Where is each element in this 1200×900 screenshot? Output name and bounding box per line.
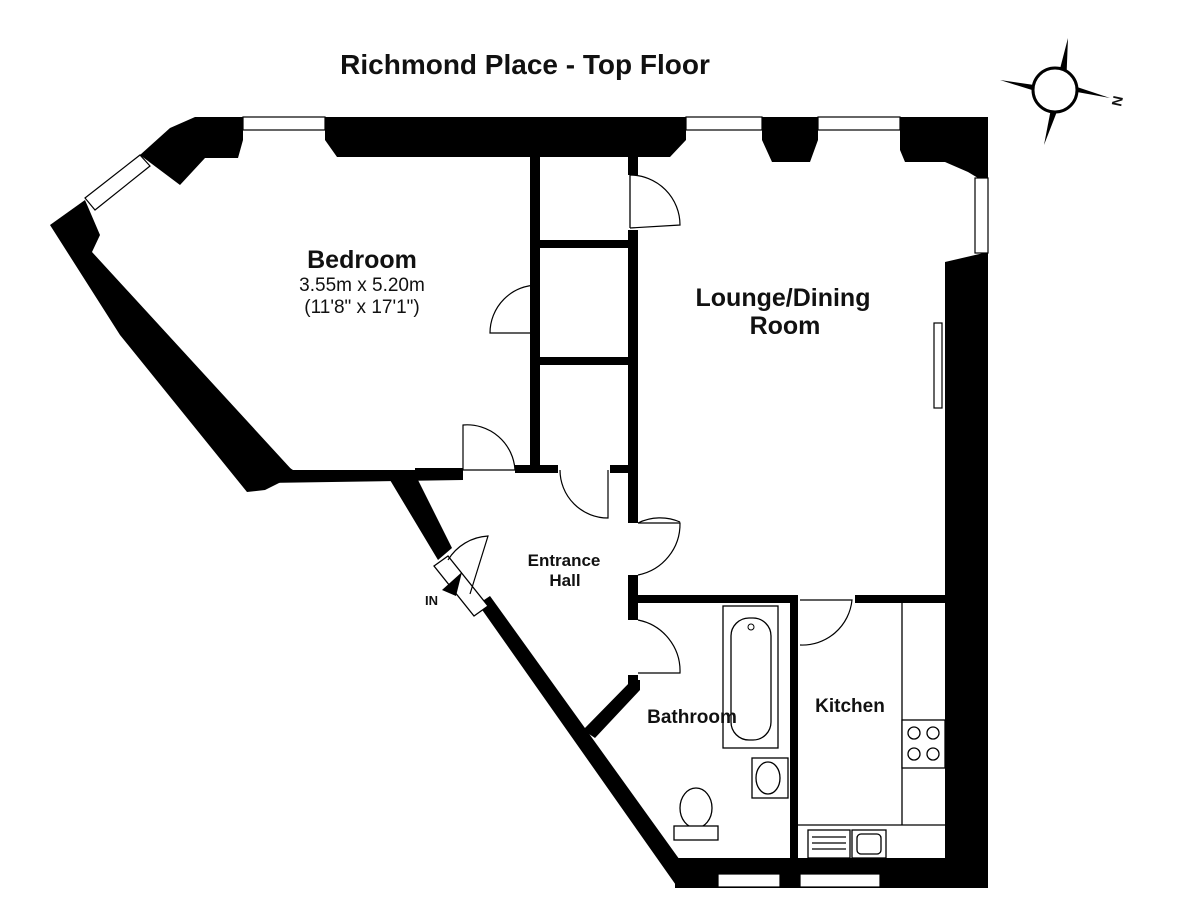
radiator-lounge — [933, 322, 943, 409]
washbasin-bowl — [755, 761, 781, 795]
bedroom-dimensions-metric: 3.55m x 5.20m — [299, 275, 425, 296]
plan-title: Richmond Place - Top Floor — [340, 49, 710, 80]
doors — [433, 174, 853, 674]
door-bedroom — [462, 424, 516, 471]
compass-north-label: N — [1108, 94, 1126, 107]
door-lounge — [637, 517, 681, 576]
door-entrance — [433, 535, 489, 617]
window-lounge-side — [974, 177, 989, 254]
entrance-name-line2: Hall — [549, 571, 580, 590]
drainer — [807, 829, 851, 859]
bathroom-fixtures — [673, 605, 789, 841]
interior-walls — [415, 157, 945, 858]
kitchen-name: Kitchen — [815, 696, 885, 717]
exterior-walls — [50, 117, 988, 888]
entrance-name-line1: Entrance — [528, 551, 601, 570]
lounge-name-line1: Lounge/Dining — [696, 284, 871, 312]
kitchen-fixtures — [798, 603, 946, 859]
windows — [84, 116, 989, 888]
window-bedroom-top — [242, 116, 326, 131]
window-bathroom — [717, 873, 781, 888]
compass-rose-icon: N — [1000, 38, 1126, 145]
toilet-bowl — [679, 787, 713, 829]
lounge-name-line2: Room — [750, 312, 821, 340]
door-bedroom-cupboard — [489, 284, 539, 334]
door-bathroom — [637, 619, 681, 674]
bathtub-basin — [730, 617, 772, 741]
toilet-cistern — [673, 825, 719, 841]
window-kitchen — [799, 873, 881, 888]
window-bedroom-bay — [84, 154, 151, 211]
room-labels: Bedroom 3.55m x 5.20m (11'8" x 17'1") Lo… — [299, 246, 885, 728]
door-hall-cupboard — [559, 469, 609, 519]
window-lounge-top-2 — [817, 116, 901, 131]
door-kitchen — [799, 599, 853, 646]
window-lounge-top-1 — [685, 116, 763, 131]
entry-label: IN — [425, 593, 438, 608]
bathroom-name: Bathroom — [647, 707, 737, 728]
bedroom-name: Bedroom — [307, 246, 417, 274]
door-lounge-cupboard — [629, 174, 681, 229]
bedroom-dimensions-imperial: (11'8" x 17'1") — [304, 297, 419, 318]
entry-arrow-icon — [442, 572, 462, 596]
hob — [901, 719, 946, 769]
